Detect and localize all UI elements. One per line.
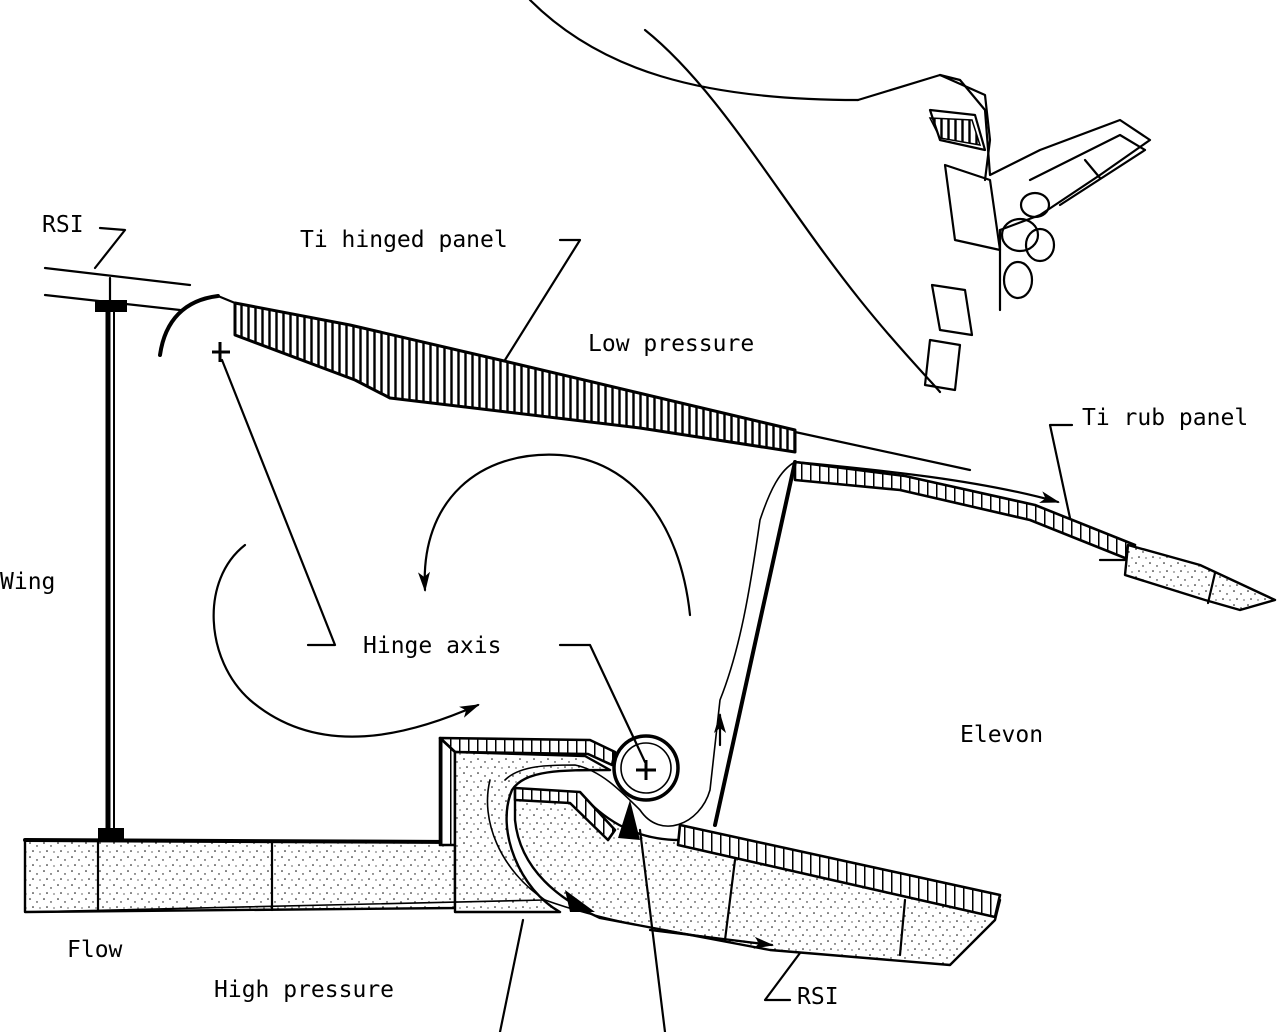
elevon-front-spar bbox=[713, 460, 797, 827]
orbiter-wing-hatch bbox=[928, 117, 982, 146]
label-ti-hinged-panel: Ti hinged panel bbox=[300, 227, 508, 253]
hinge-axis-marker-upper bbox=[212, 342, 230, 362]
label-hinge-axis: Hinge axis bbox=[363, 633, 501, 659]
leader-lines bbox=[220, 238, 1074, 1032]
lower-wing-rsi bbox=[23, 838, 457, 914]
orbiter-sketch bbox=[528, 0, 1152, 394]
upper-wing-rsi bbox=[43, 226, 220, 357]
elevon-upper-rsi bbox=[1123, 543, 1277, 612]
label-high-pressure: High pressure bbox=[214, 977, 394, 1003]
label-ti-rub-panel: Ti rub panel bbox=[1082, 405, 1248, 431]
ti-rub-panel bbox=[793, 460, 1137, 562]
wing-spar bbox=[95, 300, 127, 842]
label-rsi-bottom: RSI bbox=[797, 984, 839, 1010]
label-flow: Flow bbox=[67, 937, 123, 963]
label-rsi-top: RSI bbox=[42, 212, 84, 238]
label-low-pressure: Low pressure bbox=[588, 331, 754, 357]
rotation-arrows bbox=[212, 453, 1060, 949]
label-wing: Wing bbox=[0, 569, 55, 595]
seal-flow-path bbox=[504, 461, 796, 827]
hinge-pivot bbox=[612, 734, 680, 840]
ti-hinged-panel bbox=[233, 301, 797, 454]
label-elevon: Elevon bbox=[960, 722, 1043, 748]
